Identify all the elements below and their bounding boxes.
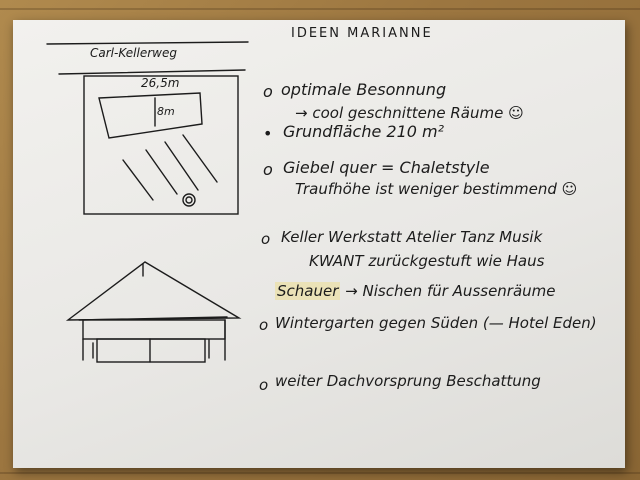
note-line: → cool geschnittene Räume ☺ (295, 104, 524, 122)
note-line: Giebel quer = Chaletstyle (283, 158, 490, 177)
note-bullet: o (259, 376, 269, 394)
note-line: Grundfläche 210 m² (283, 122, 445, 141)
depth-dimension-label: 8m (157, 105, 175, 118)
street-label: Carl-Kellerweg (90, 46, 177, 60)
note-bullet: o (263, 82, 273, 101)
note-bullet: o (261, 230, 271, 248)
highlighted-word: Schauer (275, 282, 341, 300)
note-line: KWANT zurückgestuft wie Haus (309, 252, 545, 270)
note-bullet: • (263, 124, 273, 143)
note-line: Traufhöhe ist weniger bestimmend ☺ (295, 180, 578, 198)
note-line: Schauer → Nischen für Aussenräume (275, 282, 556, 300)
paper-sheet: IDEEN MARIANNE Carl-Kellerweg 26,5m 8m o… (13, 20, 625, 468)
note-bullet: o (263, 160, 273, 179)
site-and-house-sketch (46, 41, 249, 363)
width-dimension-label: 26,5m (141, 76, 180, 90)
note-line: Wintergarten gegen Süden (— Hotel Eden) (275, 314, 597, 332)
note-bullet: o (259, 316, 269, 334)
note-line: optimale Besonnung (281, 80, 447, 99)
note-text: → Nischen für Aussenräume (345, 282, 556, 300)
note-line: Keller Werkstatt Atelier Tanz Musik (281, 228, 543, 246)
page-title: IDEEN MARIANNE (291, 26, 433, 41)
note-line: weiter Dachvorsprung Beschattung (275, 372, 541, 390)
